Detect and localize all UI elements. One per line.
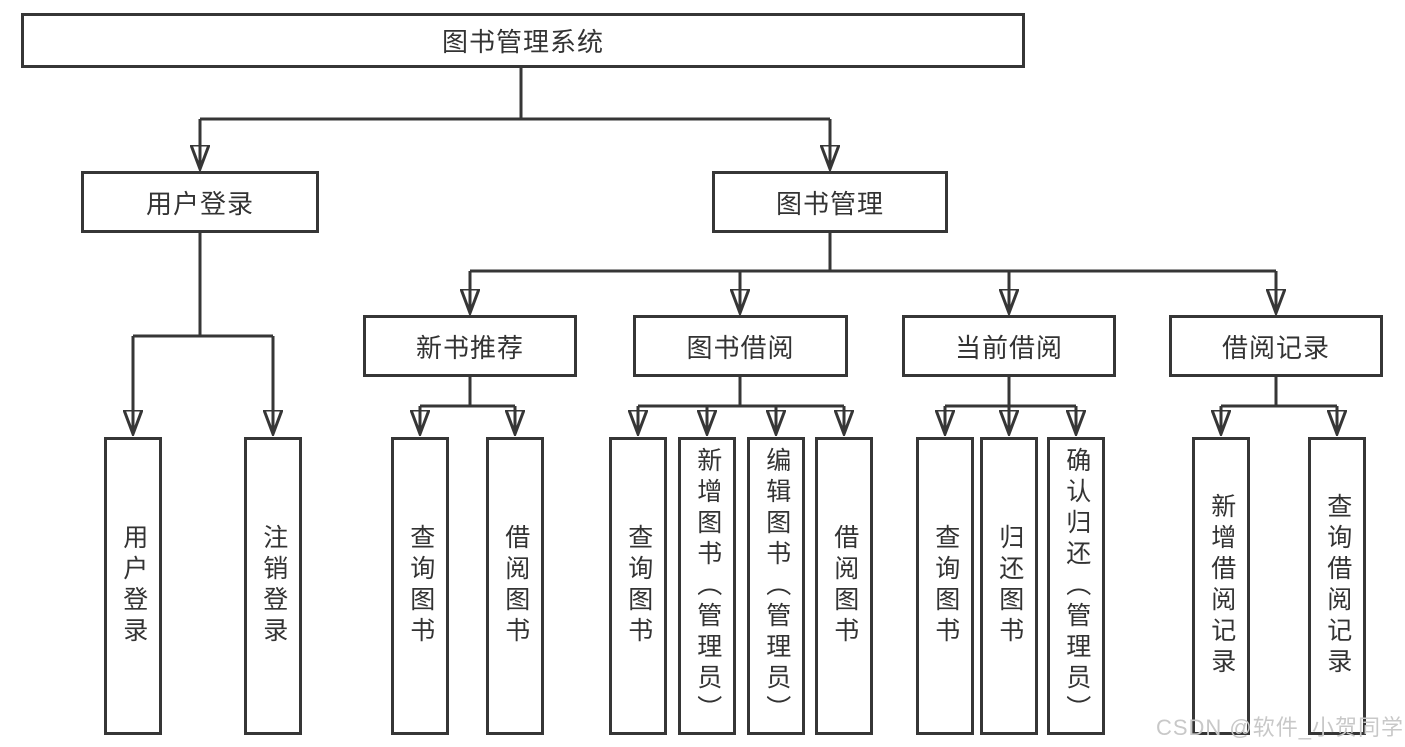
leaf-query-books-current: 查询图书 [916, 437, 974, 735]
node-label: 借阅图书 [830, 524, 859, 648]
leaf-query-borrow-record: 查询借阅记录 [1308, 437, 1366, 735]
leaf-borrow-books: 借阅图书 [815, 437, 873, 735]
node-label: 用户登录 [145, 188, 254, 219]
node-label: 查询图书 [406, 524, 435, 648]
node-new-book-recommendation: 新书推荐 [363, 315, 577, 377]
current-borrowing-children-connectors [945, 377, 1076, 432]
node-label: 注销登录 [259, 524, 288, 648]
csdn-watermark: CSDN @软件_小贺同学 [1155, 715, 1404, 740]
node-book-management: 图书管理 [712, 171, 948, 233]
node-label: 新增借阅记录 [1207, 493, 1236, 679]
node-label: 查询图书 [931, 524, 960, 648]
node-book-borrowing: 图书借阅 [633, 315, 848, 377]
node-library-management-system: 图书管理系统 [21, 13, 1025, 68]
leaf-user-login: 用户登录 [104, 437, 162, 735]
user-login-children-connectors [133, 233, 273, 432]
leaf-logout: 注销登录 [244, 437, 302, 735]
node-label: 图书管理 [775, 188, 884, 219]
borrowing-records-children-connectors [1221, 377, 1337, 432]
root-to-level2-connectors [200, 68, 830, 167]
book-management-to-level3-connectors [470, 233, 1276, 311]
node-label: 借阅图书 [501, 524, 530, 648]
leaf-query-books-borrowing: 查询图书 [609, 437, 667, 735]
new-book-recommendation-children-connectors [420, 377, 515, 432]
node-label: 确认归还（管理员） [1062, 446, 1091, 726]
leaf-borrow-books-recommend: 借阅图书 [486, 437, 544, 735]
book-borrowing-children-connectors [638, 377, 844, 432]
node-current-borrowing: 当前借阅 [902, 315, 1116, 377]
leaf-return-books: 归还图书 [980, 437, 1038, 735]
node-label: 图书借阅 [686, 332, 795, 363]
leaf-add-borrow-record: 新增借阅记录 [1192, 437, 1250, 735]
node-label: 编辑图书（管理员） [762, 446, 791, 726]
node-label: 新增图书（管理员） [693, 446, 722, 726]
node-label: 新书推荐 [415, 332, 524, 363]
node-label: 当前借阅 [954, 332, 1063, 363]
node-label: 图书管理系统 [441, 27, 604, 57]
leaf-query-books-recommend: 查询图书 [391, 437, 449, 735]
leaf-confirm-return-admin: 确认归还（管理员） [1047, 437, 1105, 735]
node-user-login: 用户登录 [81, 171, 319, 233]
leaf-edit-books-admin: 编辑图书（管理员） [747, 437, 805, 735]
leaf-add-books-admin: 新增图书（管理员） [678, 437, 736, 735]
node-borrowing-records: 借阅记录 [1169, 315, 1383, 377]
node-label: 用户登录 [119, 524, 148, 648]
node-label: 归还图书 [995, 524, 1024, 648]
node-label: 借阅记录 [1221, 332, 1330, 363]
node-label: 查询图书 [624, 524, 653, 648]
node-label: 查询借阅记录 [1323, 493, 1352, 679]
